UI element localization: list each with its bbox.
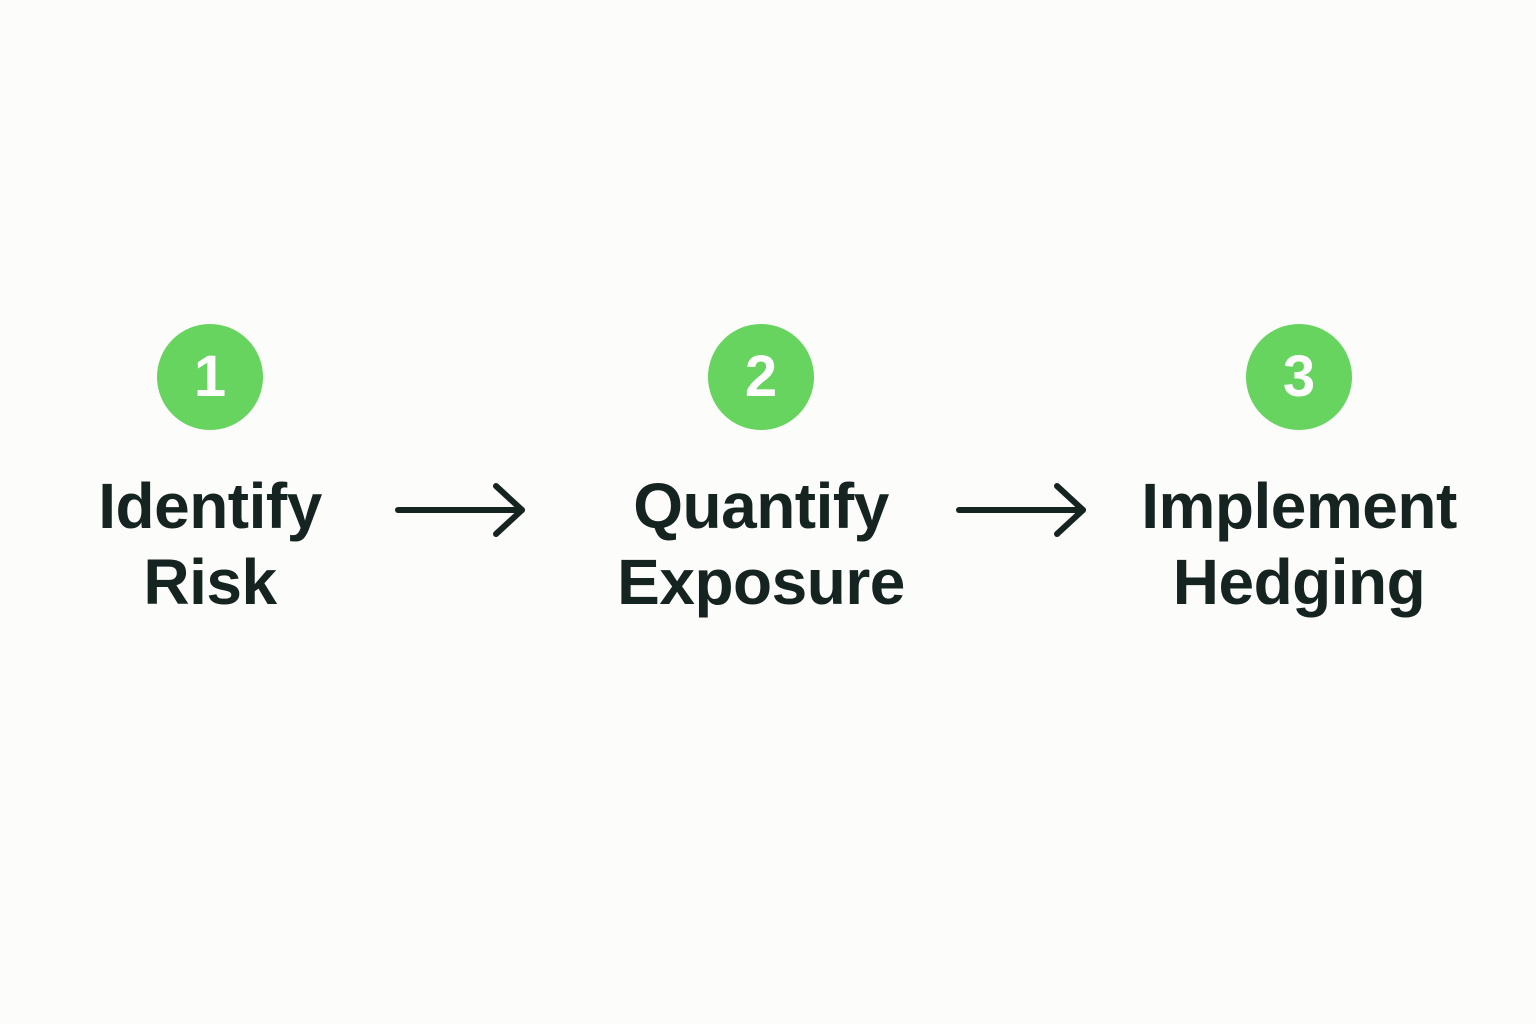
step-label-line-2: Risk	[143, 546, 277, 618]
step-number-badge: 3	[1246, 324, 1352, 430]
step-label-line-1: Quantify	[633, 470, 889, 542]
step-label-line-2: Hedging	[1172, 546, 1426, 618]
step-label-line-1: Identify	[98, 470, 322, 542]
step-label: Implement Hedging	[1089, 468, 1509, 620]
step-label-line-2: Exposure	[617, 546, 905, 618]
step-3: 3 Implement Hedging	[1089, 324, 1509, 620]
arrow-right-icon	[953, 478, 1093, 542]
step-label: Quantify Exposure	[551, 468, 971, 620]
step-number-badge: 2	[708, 324, 814, 430]
step-2: 2 Quantify Exposure	[551, 324, 971, 620]
arrow-right-icon	[392, 478, 532, 542]
step-label: Identify Risk	[0, 468, 420, 620]
step-1: 1 Identify Risk	[0, 324, 420, 620]
step-number-badge: 1	[157, 324, 263, 430]
step-label-line-1: Implement	[1141, 470, 1457, 542]
